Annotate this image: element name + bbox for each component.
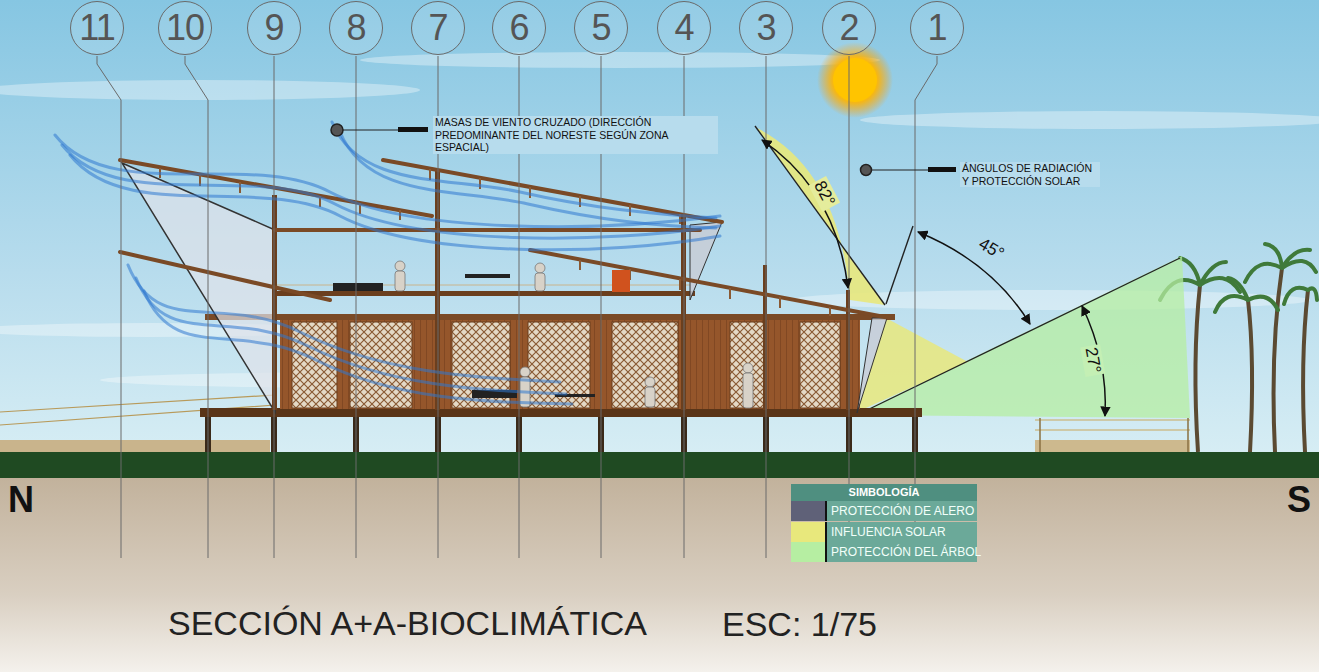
grid-axis-circle: 8 xyxy=(329,1,383,55)
grid-number: 4 xyxy=(674,10,693,46)
grid-number: 1 xyxy=(927,10,946,46)
grid-axis-circle: 3 xyxy=(739,1,793,55)
grid-axis-circle: 2 xyxy=(822,1,876,55)
grid-number: 10 xyxy=(166,10,204,46)
grid-number: 2 xyxy=(839,10,858,46)
grid-number: 3 xyxy=(756,10,775,46)
orientation-letter: S xyxy=(1287,478,1311,521)
grid-axis-circle: 10 xyxy=(158,1,212,55)
section-title: SECCIÓN A+A-BIOCLIMÁTICA xyxy=(168,604,647,643)
scale-note: ESC: 1/75 xyxy=(722,604,877,645)
grid-axis-circle: 4 xyxy=(657,1,711,55)
annotation-note: ÁNGULOS DE RADIACIÓN Y PROTECCIÓN SOLAR xyxy=(960,162,1100,187)
grid-axis-circle: 7 xyxy=(411,1,465,55)
legend-swatch xyxy=(791,522,827,542)
orientation-letter: N xyxy=(8,478,34,521)
label-slot: ÁNGULOS DE RADIACIÓN Y PROTECCIÓN SOLAR xyxy=(960,162,1100,187)
grid-axis-circle: 1 xyxy=(910,1,964,55)
label-slot: MASAS DE VIENTO CRUZADO (DIRECCIÓN PREDO… xyxy=(433,116,718,154)
grid-axis-circle: 6 xyxy=(492,1,546,55)
legend-row: INFLUENCIA SOLAR xyxy=(791,522,977,542)
legend-row: PROTECCIÓN DE ALERO xyxy=(791,501,977,521)
legend-row: PROTECCIÓN DEL ÁRBOL xyxy=(791,542,977,562)
title-slot: SECCIÓN A+A-BIOCLIMÁTICA xyxy=(168,604,647,643)
label-slot: S xyxy=(1287,478,1311,521)
legend-heading: SIMBOLOGÍA xyxy=(791,484,977,501)
legend-swatch xyxy=(791,542,827,562)
label-slot: ESC: 1/75 xyxy=(722,604,877,645)
grid-number: 6 xyxy=(509,10,528,46)
grid-number: 5 xyxy=(591,10,610,46)
legend-text: PROTECCIÓN DE ALERO xyxy=(827,501,977,521)
grid-number: 8 xyxy=(346,10,365,46)
grid-number: 7 xyxy=(428,10,447,46)
label-slot: N xyxy=(8,478,34,521)
grid-axis-circle: 5 xyxy=(574,1,628,55)
grid-number: 11 xyxy=(79,10,114,46)
legend-text: PROTECCIÓN DEL ÁRBOL xyxy=(827,542,977,562)
annotation-note: MASAS DE VIENTO CRUZADO (DIRECCIÓN PREDO… xyxy=(433,116,718,154)
label-slot: SIMBOLOGÍA xyxy=(791,484,977,501)
grid-axis-circle: 11 xyxy=(70,1,124,55)
grid-axis-circle: 9 xyxy=(247,1,301,55)
legend-text: INFLUENCIA SOLAR xyxy=(827,522,977,542)
grid-number: 9 xyxy=(264,10,283,46)
legend-swatch xyxy=(791,501,827,521)
